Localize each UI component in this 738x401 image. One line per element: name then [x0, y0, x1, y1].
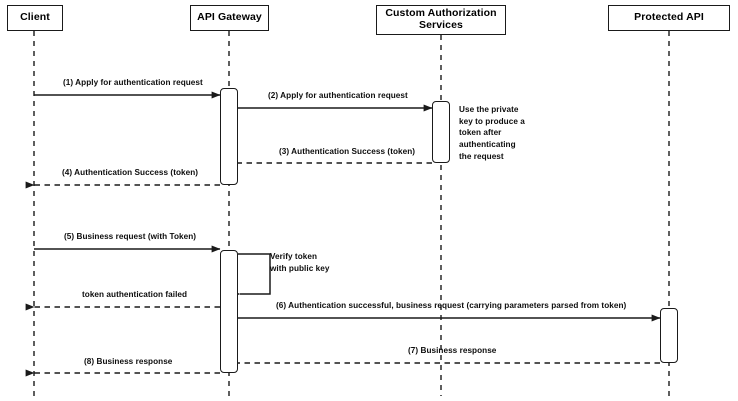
note-line: Use the private [459, 105, 519, 114]
participant-api-gateway[interactable]: API Gateway [190, 5, 269, 31]
message-label-m6: (6) Authentication successful, business … [276, 301, 627, 310]
self-message-note-line: Verify token [270, 252, 318, 261]
self-message-note-line: with public key [270, 263, 330, 273]
self-message-note: Verify token with public key [270, 251, 329, 274]
messages-group [25, 91, 661, 377]
message-label-m2: (2) Apply for authentication request [268, 91, 408, 100]
note-line: the request [459, 151, 504, 161]
note-line: token after [459, 128, 502, 138]
message-arrow-m-self [231, 253, 271, 298]
message-label-m-fail: token authentication failed [82, 290, 188, 299]
participant-label: API Gateway [197, 11, 262, 24]
participant-custom-authorization-services[interactable]: Custom Authorization Services [376, 5, 506, 35]
participant-label: Protected API [634, 11, 704, 24]
note-line: authenticating [459, 139, 516, 149]
activation-bar-papi-business [660, 308, 678, 363]
participant-label: Client [20, 11, 50, 24]
message-label-m1: (1) Apply for authentication request [63, 78, 203, 87]
message-label-m3: (3) Authentication Success (token) [279, 147, 416, 156]
note-line: key to produce a [459, 116, 525, 126]
message-label-m7: (7) Business response [408, 346, 497, 355]
message-label-m8: (8) Business response [84, 357, 173, 366]
message-label-m4: (4) Authentication Success (token) [62, 168, 199, 177]
activation-bar-gw-business [220, 250, 238, 373]
note-note-private-key: Use the private key to produce a token aft… [459, 104, 525, 162]
participant-protected-api[interactable]: Protected API [608, 5, 730, 31]
participant-label: Custom Authorization Services [385, 7, 497, 31]
activation-bar-gw-auth [220, 88, 238, 185]
participant-client[interactable]: Client [7, 5, 63, 31]
message-label-m5: (5) Business request (with Token) [64, 232, 197, 241]
activation-bar-cas-auth [432, 101, 450, 163]
